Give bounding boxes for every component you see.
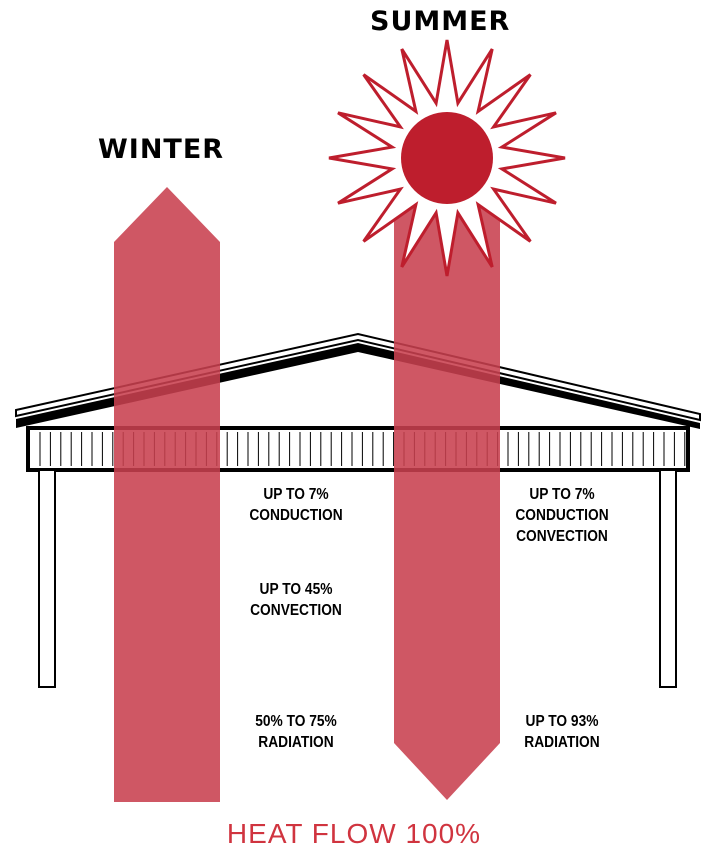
note-line: UP TO 93% bbox=[525, 713, 599, 730]
note-line: RADIATION bbox=[524, 734, 600, 751]
winter-title: WINTER bbox=[98, 134, 225, 165]
note-line: 50% TO 75% bbox=[255, 713, 337, 730]
note-line: CONDUCTION bbox=[515, 507, 609, 524]
right-post bbox=[659, 469, 677, 688]
heat-flow-label: HEAT FLOW 100% bbox=[226, 818, 482, 849]
arrow-down-icon bbox=[394, 200, 500, 800]
note-line: UP TO 7% bbox=[263, 486, 329, 503]
note-line: CONDUCTION bbox=[249, 507, 343, 524]
winter-note-convection: UP TO 45% CONVECTION bbox=[236, 579, 356, 621]
left-post bbox=[38, 469, 56, 688]
note-line: UP TO 7% bbox=[529, 486, 595, 503]
summer-note-conduction-convection: UP TO 7% CONDUCTION CONVECTION bbox=[502, 484, 622, 547]
note-line: CONVECTION bbox=[250, 602, 342, 619]
arrow-up-icon bbox=[114, 187, 220, 802]
note-line: CONVECTION bbox=[516, 528, 608, 545]
roof-top-band bbox=[15, 332, 701, 422]
winter-note-radiation: 50% TO 75% RADIATION bbox=[232, 711, 361, 753]
summer-title: SUMMER bbox=[370, 6, 511, 37]
summer-note-radiation: UP TO 93% RADIATION bbox=[502, 711, 622, 753]
note-line: UP TO 45% bbox=[259, 581, 333, 598]
sun-disc bbox=[401, 112, 493, 204]
sun-icon bbox=[328, 39, 566, 277]
winter-note-conduction: UP TO 7% CONDUCTION bbox=[236, 484, 356, 526]
note-line: RADIATION bbox=[258, 734, 334, 751]
